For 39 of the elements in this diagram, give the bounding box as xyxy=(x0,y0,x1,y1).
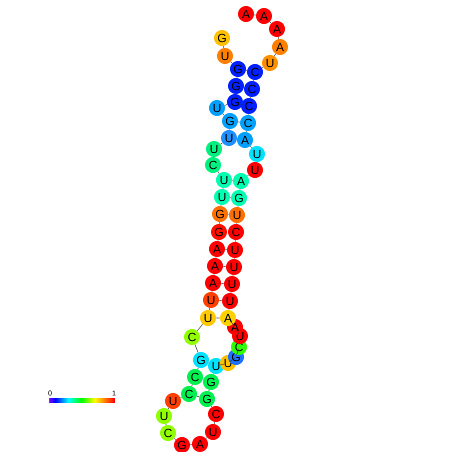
node-label: A xyxy=(231,322,239,332)
backbone-line xyxy=(230,320,234,325)
backbone-line xyxy=(230,62,232,64)
backbone-line xyxy=(194,344,198,353)
backbone-line xyxy=(278,36,279,40)
backbone-line xyxy=(214,422,215,424)
backbone-line xyxy=(191,384,193,387)
backbone-line xyxy=(236,348,239,356)
backbone-line xyxy=(222,114,224,116)
backbone-line xyxy=(250,146,252,148)
backbone-line xyxy=(220,142,223,144)
backbone-line xyxy=(190,444,192,445)
backbone-line xyxy=(229,358,235,362)
base-pair-line xyxy=(240,103,244,105)
backbone-line xyxy=(224,104,228,106)
backbone-line xyxy=(247,174,249,176)
backbone-line xyxy=(274,54,276,56)
backbone-line xyxy=(196,324,204,332)
backbone-line xyxy=(223,46,224,48)
backbone-line xyxy=(254,14,256,16)
backbone-line xyxy=(238,338,240,344)
base-pair-line xyxy=(224,249,228,250)
node-label: C xyxy=(245,102,253,110)
node-label: G xyxy=(230,98,239,106)
backbone-line xyxy=(206,437,208,439)
backbone-line xyxy=(236,328,240,334)
backbone-line xyxy=(174,438,176,440)
base-pair-line xyxy=(222,266,226,267)
base-pair-line xyxy=(218,300,222,301)
backbone-line xyxy=(209,308,210,310)
backbone-line xyxy=(270,22,272,24)
base-pair-line xyxy=(196,396,200,398)
backbone-line xyxy=(218,171,220,174)
base-pair-line xyxy=(220,283,224,284)
backbone-line xyxy=(208,390,210,392)
backbone-line xyxy=(219,222,220,224)
backbone-line xyxy=(197,367,199,370)
backbone-line xyxy=(235,240,236,242)
backbone-line xyxy=(220,364,224,366)
